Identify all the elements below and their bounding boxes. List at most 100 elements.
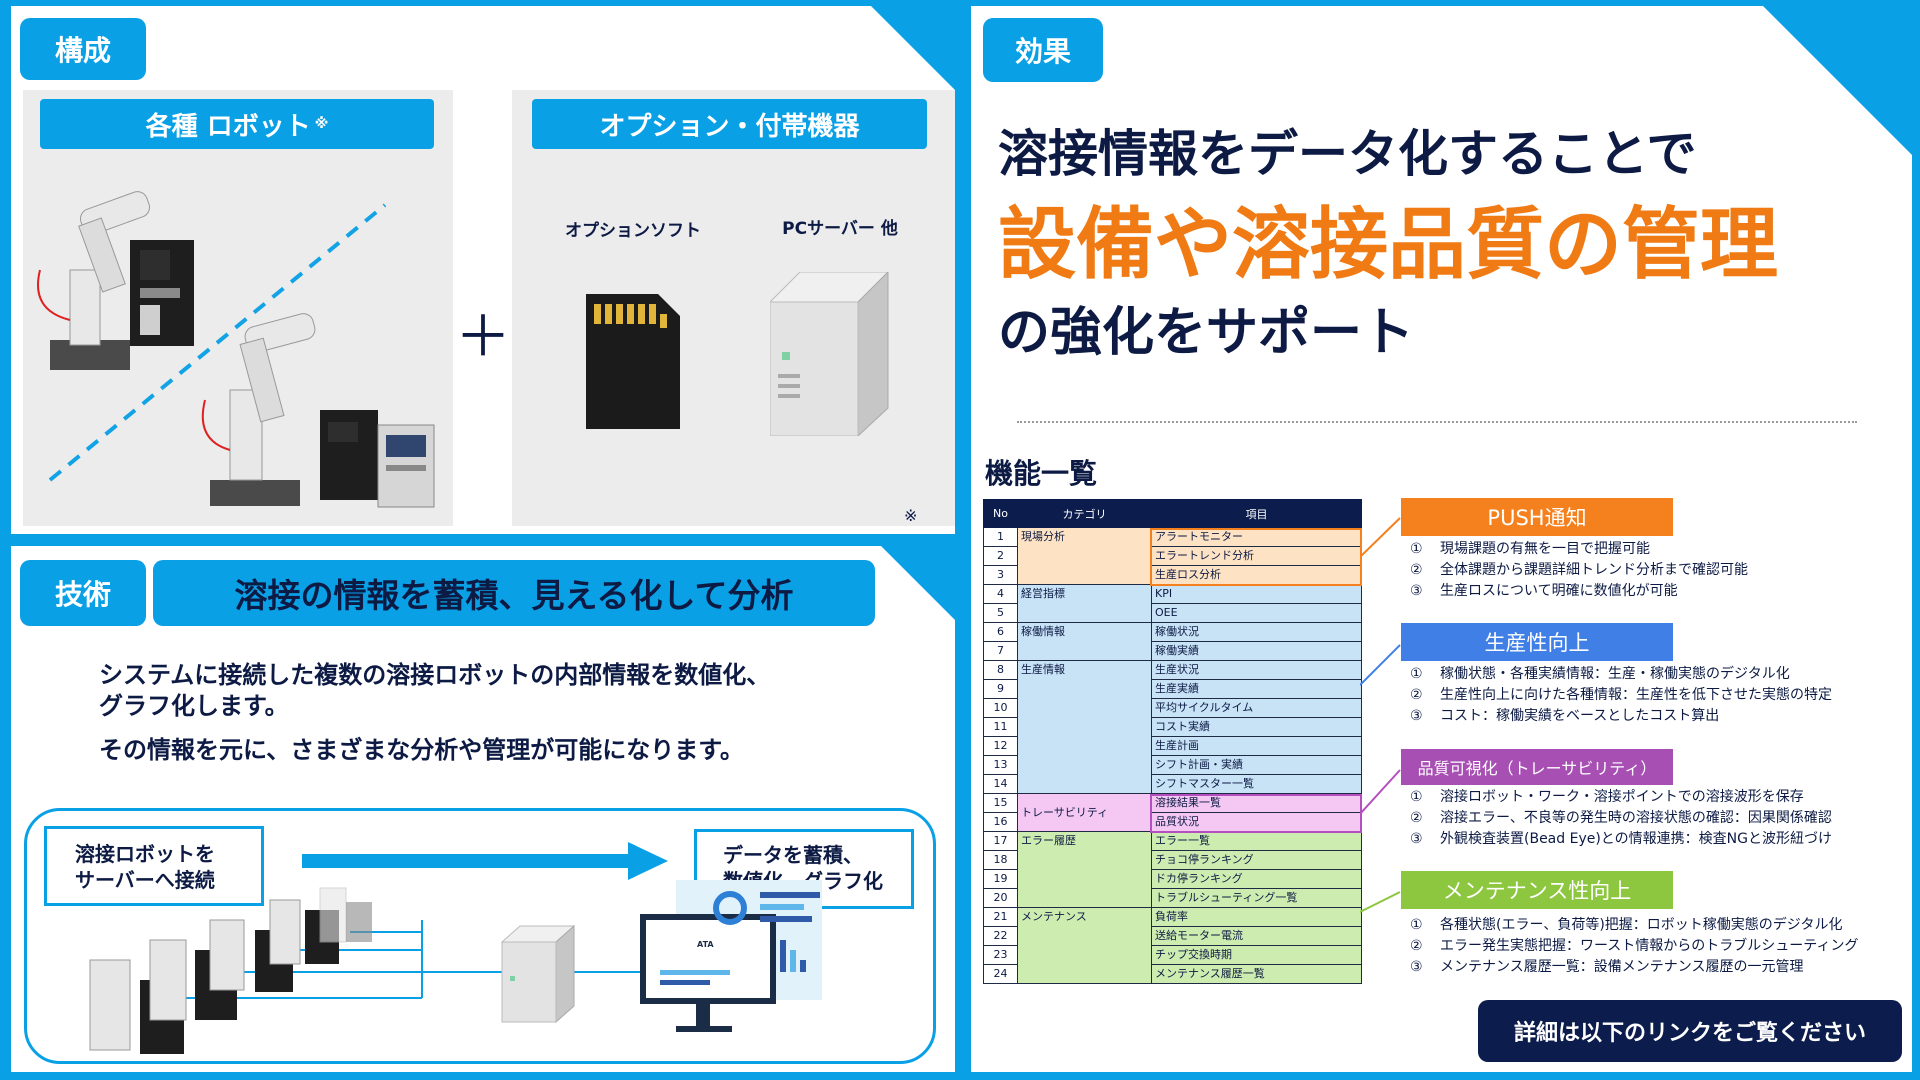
flow-box-right-line1: データを蓄積、 <box>723 843 863 867</box>
row-no: 15 <box>983 793 1018 813</box>
group-quality-items: ① 溶接ロボット・ワーク・溶接ポイントでの溶接波形を保存 ② 溶接エラー、不良等の発… <box>1410 787 1832 850</box>
connector-lines <box>1360 517 1401 913</box>
group-outline-orange <box>1150 528 1362 586</box>
item-text: 稼働状態・各種実績情報：生産・稼働実態のデジタル化 <box>1440 666 1790 682</box>
row-item: シフトマスター一覧 <box>1151 774 1362 794</box>
row-item: 稼働状況 <box>1151 622 1362 642</box>
item-num: ③ <box>1410 708 1423 724</box>
item-text: メンテナンス履歴一覧：設備メンテナンス履歴の一元管理 <box>1440 959 1804 975</box>
effect-tag: 効果 <box>983 18 1103 82</box>
row-no: 21 <box>983 907 1018 927</box>
group-outline-pink <box>1150 794 1362 833</box>
item-text: 溶接エラー、不良等の発生時の溶接状態の確認：因果関係確認 <box>1440 810 1832 826</box>
item-text: 外観検査装置(Bead Eye)との情報連携：検査NGと波形紐づけ <box>1440 831 1832 847</box>
row-item: チョコ停ランキング <box>1151 850 1362 870</box>
robots-label: 各種 ロボット ※ <box>40 99 434 149</box>
row-no: 7 <box>983 641 1018 661</box>
row-category: トレーサビリティ <box>1017 793 1152 832</box>
table-row: 5 OEE <box>983 603 1362 623</box>
effect-line-2: 設備や溶接品質の管理 <box>998 200 1779 290</box>
row-item: ドカ停ランキング <box>1151 869 1362 889</box>
row-item: 生産実績 <box>1151 679 1362 699</box>
row-item: メンテナンス履歴一覧 <box>1151 964 1362 984</box>
flow-box-left-line1: 溶接ロボットを <box>75 842 215 866</box>
header-item: 項目 <box>1151 499 1362 528</box>
row-no: 10 <box>983 698 1018 718</box>
item-text: エラー発生実態把握：ワースト情報からのトラブルシューティング <box>1440 938 1859 954</box>
item-num: ② <box>1410 938 1423 954</box>
table-row: 20 トラブルシューティング一覧 <box>983 888 1362 908</box>
flow-frame <box>24 808 936 1064</box>
item-text: 溶接ロボット・ワーク・溶接ポイントでの溶接波形を保存 <box>1440 789 1804 805</box>
row-no: 8 <box>983 660 1018 680</box>
table-row: 24 メンテナンス履歴一覧 <box>983 964 1362 984</box>
robots-label-text: 各種 ロボット <box>145 111 311 142</box>
row-item: OEE <box>1151 603 1362 623</box>
option-soft-label: オプションソフト <box>565 221 701 241</box>
list-item: ③ 外観検査装置(Bead Eye)との情報連携：検査NGと波形紐づけ <box>1410 829 1832 850</box>
row-item: コスト実績 <box>1151 717 1362 737</box>
table-row: 19 ドカ停ランキング <box>983 869 1362 889</box>
row-item: チップ交換時期 <box>1151 945 1362 965</box>
options-note-mark: ※ <box>904 506 918 525</box>
row-item: 生産ロス分析 <box>1151 565 1362 585</box>
row-item: シフト計画・実績 <box>1151 755 1362 775</box>
body-line-1: システムに接続した複数の溶接ロボットの内部情報を数値化、 <box>99 661 771 689</box>
item-num: ② <box>1410 810 1423 826</box>
item-num: ③ <box>1410 959 1423 975</box>
table-row: 10 平均サイクルタイム <box>983 698 1362 718</box>
row-item: 生産計画 <box>1151 736 1362 756</box>
item-num: ① <box>1410 789 1423 805</box>
row-item: KPI <box>1151 584 1362 604</box>
row-no: 5 <box>983 603 1018 623</box>
sd-card-icon <box>586 294 680 429</box>
effect-divider <box>1017 421 1857 423</box>
plus-sign: ＋ <box>455 305 511 370</box>
row-category: 現場分析 <box>1017 527 1152 585</box>
item-num: ③ <box>1410 831 1423 847</box>
list-item: ② エラー発生実態把握：ワースト情報からのトラブルシューティング <box>1410 936 1858 957</box>
robot-network-illustration <box>89 880 822 1054</box>
row-item: 溶接結果一覧 <box>1151 793 1362 813</box>
technology-tag: 技術 <box>20 560 146 626</box>
header-category: カテゴリ <box>1017 499 1152 528</box>
composition-tag: 構成 <box>20 18 146 80</box>
item-num: ① <box>1410 541 1423 557</box>
row-category: メンテナンス <box>1017 907 1152 984</box>
row-no: 24 <box>983 964 1018 984</box>
list-item: ③ コスト：稼働実績をベースとしたコスト算出 <box>1410 706 1832 727</box>
details-link-button[interactable]: 詳細は以下のリンクをご覧ください <box>1478 1000 1902 1062</box>
item-text: 生産ロスについて明確に数値化が可能 <box>1440 583 1678 599</box>
row-no: 20 <box>983 888 1018 908</box>
row-no: 23 <box>983 945 1018 965</box>
flow-arrow-icon <box>302 842 668 880</box>
row-item: 平均サイクルタイム <box>1151 698 1362 718</box>
item-text: コスト：稼働実績をベースとしたコスト算出 <box>1440 708 1720 724</box>
row-category: 生産情報 <box>1017 660 1152 794</box>
features-title: 機能一覧 <box>985 457 1098 490</box>
header-no: No <box>983 499 1018 528</box>
row-no: 19 <box>983 869 1018 889</box>
row-item: トラブルシューティング一覧 <box>1151 888 1362 908</box>
group-quality-label: 品質可視化（トレーサビリティ） <box>1401 749 1673 785</box>
technology-headline: 溶接の情報を蓄積、見える化して分析 <box>153 560 875 626</box>
item-num: ① <box>1410 917 1423 933</box>
row-no: 4 <box>983 584 1018 604</box>
row-category: エラー履歴 <box>1017 831 1152 908</box>
options-label: オプション・付帯機器 <box>532 99 927 149</box>
row-no: 12 <box>983 736 1018 756</box>
